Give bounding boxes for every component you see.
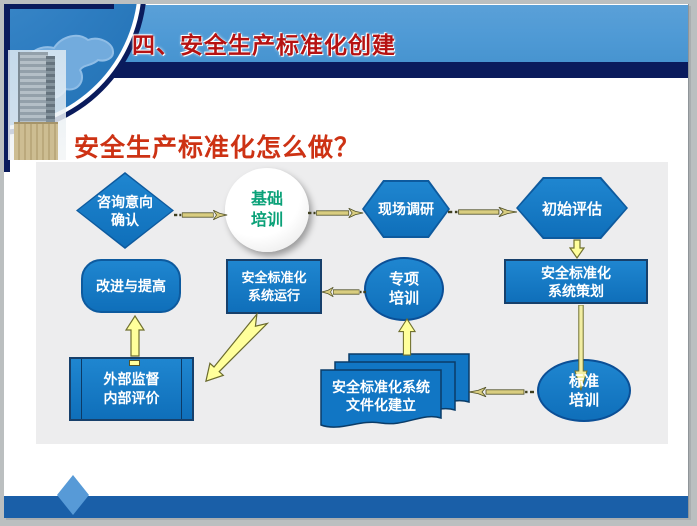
node-supervision-process: 外部监督 内部评价 (69, 357, 194, 421)
corner-edge-top (4, 4, 114, 9)
node-label: 现场调研 (378, 201, 434, 217)
section-heading: 安全生产标准化怎么做？ (74, 134, 361, 162)
block-arrow-down-icon (568, 239, 586, 260)
node-improvement-rounded: 改进与提高 (81, 259, 181, 313)
node-label: 确认 (111, 211, 139, 228)
node-label: 安全标准化 (541, 264, 611, 281)
node-system-operation-rect: 安全标准化 系统运行 (226, 259, 322, 314)
node-label: 改进与提高 (96, 278, 166, 294)
node-initial-assessment-hexagon: 初始评估 (516, 177, 628, 239)
node-label: 文件化建立 (346, 397, 416, 413)
building-tower-side (46, 56, 55, 142)
connector-arrow-right-icon (308, 206, 364, 219)
connector-arrow-left-icon (321, 285, 366, 298)
slide: 四、安全生产标准化创建 安全生产标准化怎么做？ 咨询意向 确认 基础 培训 现场… (4, 4, 689, 518)
node-documentation-stack: 安全标准化系统 文件化建立 (320, 353, 470, 435)
node-label: 标准 (568, 372, 599, 390)
node-basic-training-circle: 基础 培训 (225, 168, 309, 252)
node-label: 系统策划 (548, 282, 604, 299)
block-arrow-up-icon (124, 314, 146, 358)
node-label: 内部评价 (103, 390, 160, 406)
connector-arrow-right-icon (174, 208, 228, 221)
node-label: 系统运行 (247, 287, 300, 303)
corner-edge-left (4, 4, 10, 172)
building-photo (8, 50, 66, 160)
node-label: 咨询意向 (97, 193, 153, 210)
node-consult-diamond: 咨询意向 确认 (76, 172, 174, 249)
header-navy-strip (4, 62, 688, 78)
connector-arrow-right-icon (448, 205, 518, 218)
block-arrow-up-icon (397, 317, 417, 356)
node-label: 培训 (250, 212, 283, 229)
hexagon-shape (362, 180, 450, 238)
node-label: 外部监督 (103, 371, 160, 387)
node-system-planning-rect: 安全标准化 系统策划 (504, 259, 648, 304)
arrow-tail-dash (129, 360, 140, 366)
node-label: 培训 (568, 391, 599, 409)
node-label: 专项 (388, 271, 419, 288)
process-line-left (81, 359, 82, 419)
document-stack-shape (320, 353, 470, 428)
node-label: 安全标准化 (241, 269, 307, 285)
node-label: 初始评估 (541, 200, 602, 218)
building-low-block (14, 122, 58, 160)
page-title: 四、安全生产标准化创建 (132, 32, 396, 58)
node-site-survey-hexagon: 现场调研 (362, 180, 450, 238)
node-label: 培训 (388, 290, 419, 307)
node-special-training-ellipse: 专项 培训 (364, 257, 444, 321)
process-line-right (181, 359, 182, 419)
thin-arrow-down-icon (574, 304, 588, 392)
node-standard-training-ellipse: 标准 培训 (537, 359, 631, 422)
node-label: 基础 (250, 191, 283, 208)
node-label: 安全标准化系统 (332, 379, 430, 395)
connector-arrow-left-icon (468, 385, 534, 398)
hexagon-shape (516, 177, 628, 239)
footer-bar (4, 496, 688, 518)
diagonal-arrow-downleft-icon (194, 310, 274, 390)
